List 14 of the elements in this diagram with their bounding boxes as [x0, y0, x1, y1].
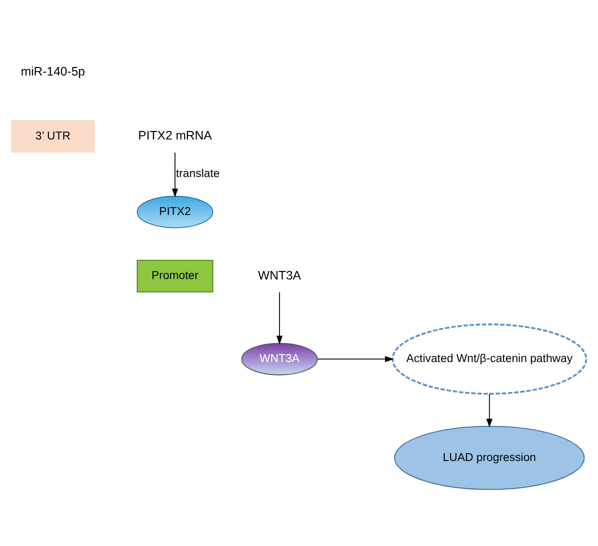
arrow [276, 292, 283, 345]
node-text: PITX2 mRNA [138, 128, 212, 143]
node-ellipse: Activated Wnt/β-catenin pathway [392, 324, 588, 395]
arrow [486, 393, 492, 428]
node-text: WNT3A [258, 268, 302, 282]
node-box: 3’ UTR [11, 120, 95, 153]
arrow [317, 356, 394, 362]
arrow [172, 152, 178, 198]
node-ellipse: PITX2 [136, 196, 214, 228]
node-ellipse: LUAD progression [394, 426, 585, 490]
edge-label: translate [176, 168, 220, 180]
node-box: Promoter [136, 260, 214, 292]
node-ellipse: WNT3A [241, 342, 318, 376]
node-text: miR-140-5p [20, 64, 86, 79]
